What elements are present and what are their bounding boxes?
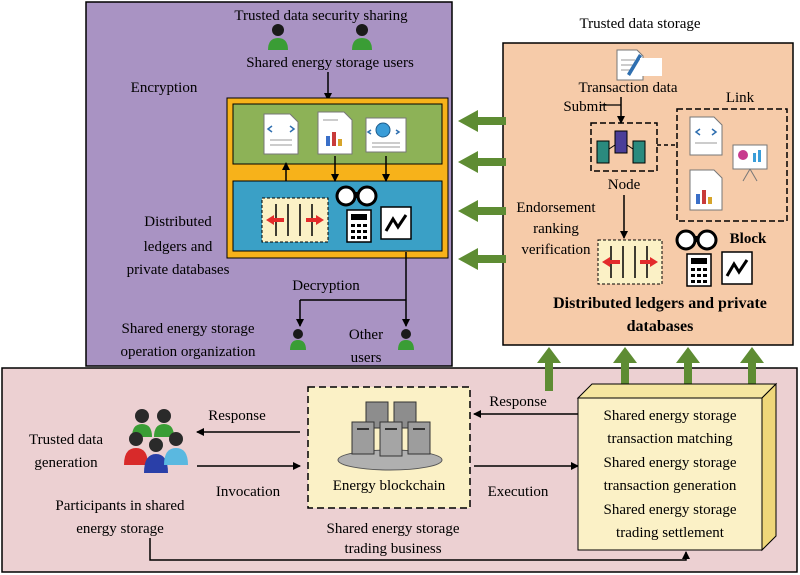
endorsement-label-2: ranking bbox=[533, 221, 579, 237]
other-users-label-1: Other bbox=[349, 327, 383, 343]
user-icon bbox=[398, 329, 414, 350]
left-panel-title: Trusted data security sharing bbox=[234, 8, 408, 24]
server-cluster-icon bbox=[337, 401, 443, 471]
left-ledger-label-1: Distributed bbox=[144, 214, 212, 230]
org-label-1: Shared energy storage bbox=[121, 321, 254, 337]
calculator-icon bbox=[346, 209, 372, 243]
participants-group-icon bbox=[124, 409, 188, 473]
left-ledger-label-3: private databases bbox=[127, 262, 230, 278]
sync-arrows bbox=[458, 110, 764, 391]
exec-line-2: transaction matching bbox=[607, 431, 733, 447]
invocation-label: Invocation bbox=[216, 484, 281, 500]
document-code-icon bbox=[689, 116, 723, 156]
ledger-icon bbox=[597, 239, 663, 285]
exec-line-4: transaction generation bbox=[604, 478, 737, 494]
execution-box bbox=[576, 382, 778, 552]
binoculars-icon bbox=[335, 185, 378, 207]
business-label-1: Shared energy storage bbox=[326, 521, 459, 537]
trend-chart-icon bbox=[380, 206, 412, 240]
energy-blockchain-label: Energy blockchain bbox=[333, 478, 446, 494]
trend-chart-icon bbox=[721, 251, 753, 285]
node-box bbox=[590, 122, 658, 172]
right-panel-title: Trusted data storage bbox=[579, 16, 700, 32]
response-left-label: Response bbox=[208, 408, 266, 424]
submit-label: Submit bbox=[563, 99, 607, 115]
encryption-label: Encryption bbox=[131, 80, 198, 96]
right-ledger-label-2: databases bbox=[627, 318, 694, 335]
block-box bbox=[676, 108, 788, 222]
user-icon bbox=[352, 24, 372, 50]
participants-label-1: Participants in shared bbox=[55, 498, 185, 514]
other-users-label-2: users bbox=[351, 350, 382, 366]
exec-line-3: Shared energy storage bbox=[603, 455, 736, 471]
right-ledger-label-1: Distributed ledgers and private bbox=[553, 295, 767, 312]
document-chart-icon bbox=[317, 111, 353, 155]
exec-line-6: trading settlement bbox=[616, 525, 725, 541]
pen-document-icon bbox=[616, 49, 644, 81]
execution-label: Execution bbox=[488, 484, 549, 500]
web-page-icon bbox=[365, 117, 407, 153]
block-label: Block bbox=[730, 231, 767, 247]
trusted-generation-label-1: Trusted data bbox=[29, 432, 103, 448]
participants-label-2: energy storage bbox=[76, 521, 164, 537]
document-code-icon bbox=[263, 113, 299, 155]
binoculars-icon bbox=[675, 229, 718, 251]
endorsement-label-1: Endorsement bbox=[516, 200, 596, 216]
org-label-2: operation organization bbox=[120, 344, 256, 360]
server-node-icon bbox=[596, 130, 646, 164]
trusted-generation-label-2: generation bbox=[34, 455, 98, 471]
presentation-board-icon bbox=[732, 144, 768, 182]
calculator-icon bbox=[686, 253, 712, 287]
ledger-icon bbox=[261, 197, 329, 243]
user-icon bbox=[290, 329, 306, 350]
user-icon bbox=[268, 24, 288, 50]
left-ledger-label-2: ledgers and bbox=[144, 239, 213, 255]
response-right-label: Response bbox=[489, 394, 547, 410]
document-chart-icon bbox=[689, 169, 723, 211]
endorsement-label-3: verification bbox=[521, 242, 591, 258]
transaction-data-label: Transaction data bbox=[578, 80, 677, 96]
business-label-2: trading business bbox=[344, 541, 441, 557]
exec-line-5: Shared energy storage bbox=[603, 502, 736, 518]
exec-line-1: Shared energy storage bbox=[603, 408, 736, 424]
node-label: Node bbox=[608, 177, 641, 193]
link-label: Link bbox=[726, 90, 755, 106]
shared-users-label: Shared energy storage users bbox=[246, 55, 414, 71]
right-panel bbox=[502, 42, 794, 346]
decryption-label: Decryption bbox=[292, 278, 360, 294]
